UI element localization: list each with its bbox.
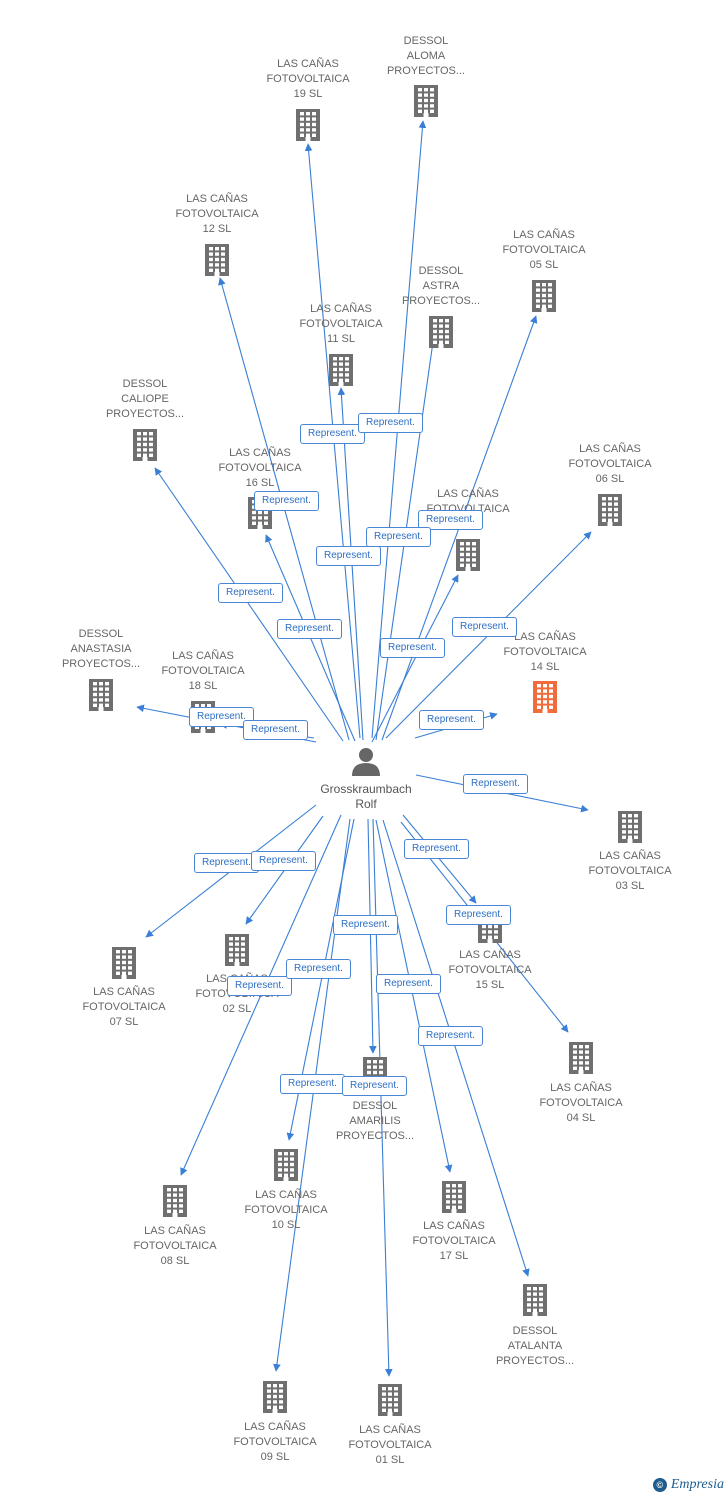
edge-label-amarilis[interactable]: Represent. (333, 915, 398, 935)
company-label-n15[interactable]: LAS CAÑAS FOTOVOLTAICA 15 SL (448, 949, 532, 991)
edge-caliope (154, 467, 344, 742)
edge-n09 (273, 818, 351, 1372)
building-icon-n19[interactable] (296, 109, 320, 141)
company-label-n06[interactable]: LAS CAÑAS FOTOVOLTAICA 06 SL (568, 443, 652, 485)
building-icon-n17[interactable] (442, 1181, 466, 1213)
edge-label-atalanta[interactable]: Represent. (418, 1026, 483, 1046)
footer-brand[interactable]: © Empresia (652, 1474, 724, 1496)
company-label-n04[interactable]: LAS CAÑAS FOTOVOLTAICA 04 SL (539, 1082, 623, 1124)
person-name-line2: Rolf (355, 797, 377, 811)
brand-name: Empresia (670, 1477, 724, 1492)
building-icon-n03[interactable] (618, 811, 642, 843)
edge-label-n07[interactable]: Represent. (194, 853, 259, 873)
edge-label-n05[interactable]: Represent. (418, 510, 483, 530)
company-label-n17[interactable]: LAS CAÑAS FOTOVOLTAICA 17 SL (412, 1220, 496, 1262)
company-label-n05[interactable]: LAS CAÑAS FOTOVOLTAICA 05 SL (502, 229, 586, 271)
building-icon-n13[interactable] (456, 539, 480, 571)
person-name-line1: Grosskraumbach (320, 782, 412, 796)
company-label-n08[interactable]: LAS CAÑAS FOTOVOLTAICA 08 SL (133, 1225, 217, 1267)
edge-label-n08[interactable]: Represent. (286, 959, 351, 979)
building-icon-n05[interactable] (532, 280, 556, 312)
building-icon-n06[interactable] (598, 494, 622, 526)
edge-label-n13[interactable]: Represent. (380, 638, 445, 658)
building-icon-n08[interactable] (163, 1185, 187, 1217)
company-label-n18[interactable]: LAS CAÑAS FOTOVOLTAICA 18 SL (161, 650, 245, 692)
edge-label-n10[interactable]: Represent. (227, 976, 292, 996)
building-icon-caliope[interactable] (133, 429, 157, 461)
building-icon-n02[interactable] (225, 934, 249, 966)
edge-label-n01[interactable]: Represent. (342, 1076, 407, 1096)
edge-n17 (375, 819, 453, 1173)
edge-label-n03[interactable]: Represent. (463, 774, 528, 794)
company-label-n12[interactable]: LAS CAÑAS FOTOVOLTAICA 12 SL (175, 193, 259, 235)
company-label-astra[interactable]: DESSOL ASTRA PROYECTOS... (401, 265, 481, 307)
company-label-caliope[interactable]: DESSOL CALIOPE PROYECTOS... (105, 378, 185, 420)
edge-label-n04[interactable]: Represent. (446, 905, 511, 925)
edge-label-n19[interactable]: Represent. (300, 424, 365, 444)
edge-n01 (372, 818, 393, 1377)
edge-label-aloma[interactable]: Represent. (358, 413, 423, 433)
edge-label-n09[interactable]: Represent. (280, 1074, 345, 1094)
building-icon-n09[interactable] (263, 1381, 287, 1413)
edge-label-astra[interactable]: Represent. (366, 527, 431, 547)
building-icon-n11[interactable] (329, 354, 353, 386)
company-label-n01[interactable]: LAS CAÑAS FOTOVOLTAICA 01 SL (348, 1424, 432, 1466)
edge-label-caliope[interactable]: Represent. (218, 583, 283, 603)
company-label-n03[interactable]: LAS CAÑAS FOTOVOLTAICA 03 SL (588, 850, 672, 892)
company-label-n10[interactable]: LAS CAÑAS FOTOVOLTAICA 10 SL (244, 1189, 328, 1231)
edge-label-n11[interactable]: Represent. (316, 546, 381, 566)
company-label-n09[interactable]: LAS CAÑAS FOTOVOLTAICA 09 SL (233, 1421, 317, 1463)
building-icon-atalanta[interactable] (523, 1284, 547, 1316)
edge-label-n12[interactable]: Represent. (254, 491, 319, 511)
copyright-icon: © (652, 1478, 667, 1492)
company-label-n19[interactable]: LAS CAÑAS FOTOVOLTAICA 19 SL (266, 58, 350, 100)
building-icon-anastasia[interactable] (89, 679, 113, 711)
company-label-n11[interactable]: LAS CAÑAS FOTOVOLTAICA 11 SL (299, 303, 383, 345)
icons-layer (89, 85, 642, 1416)
edge-atalanta (382, 819, 530, 1277)
building-icon-n10[interactable] (274, 1149, 298, 1181)
person-icon[interactable] (352, 748, 380, 776)
building-icon-astra[interactable] (429, 316, 453, 348)
edge-label-n17[interactable]: Represent. (376, 974, 441, 994)
company-label-n16[interactable]: LAS CAÑAS FOTOVOLTAICA 16 SL (218, 447, 302, 489)
building-icon-n12[interactable] (205, 244, 229, 276)
building-icon-n14[interactable] (533, 681, 557, 713)
company-label-aloma[interactable]: DESSOL ALOMA PROYECTOS... (386, 35, 466, 77)
company-label-n07[interactable]: LAS CAÑAS FOTOVOLTAICA 07 SL (82, 986, 166, 1028)
building-icon-aloma[interactable] (414, 85, 438, 117)
edge-label-n02[interactable]: Represent. (251, 851, 316, 871)
edge-label-n16[interactable]: Represent. (277, 619, 342, 639)
building-icon-n04[interactable] (569, 1042, 593, 1074)
edge-label-anastasia[interactable]: Represent. (189, 707, 254, 727)
edge-amarilis (367, 818, 377, 1054)
building-icon-n07[interactable] (112, 947, 136, 979)
edge-label-n06[interactable]: Represent. (452, 617, 517, 637)
edge-n15 (402, 814, 477, 904)
company-label-amarilis[interactable]: DESSOL AMARILIS PROYECTOS... (335, 1100, 415, 1142)
company-label-n14[interactable]: LAS CAÑAS FOTOVOLTAICA 14 SL (503, 631, 587, 673)
company-label-anastasia[interactable]: DESSOL ANASTASIA PROYECTOS... (61, 628, 141, 670)
building-icon-n01[interactable] (378, 1384, 402, 1416)
edge-label-n18[interactable]: Represent. (243, 720, 308, 740)
edge-label-n15[interactable]: Represent. (404, 839, 469, 859)
edge-label-n14[interactable]: Represent. (419, 710, 484, 730)
company-label-atalanta[interactable]: DESSOL ATALANTA PROYECTOS... (495, 1325, 575, 1367)
edge-n13 (371, 574, 459, 743)
